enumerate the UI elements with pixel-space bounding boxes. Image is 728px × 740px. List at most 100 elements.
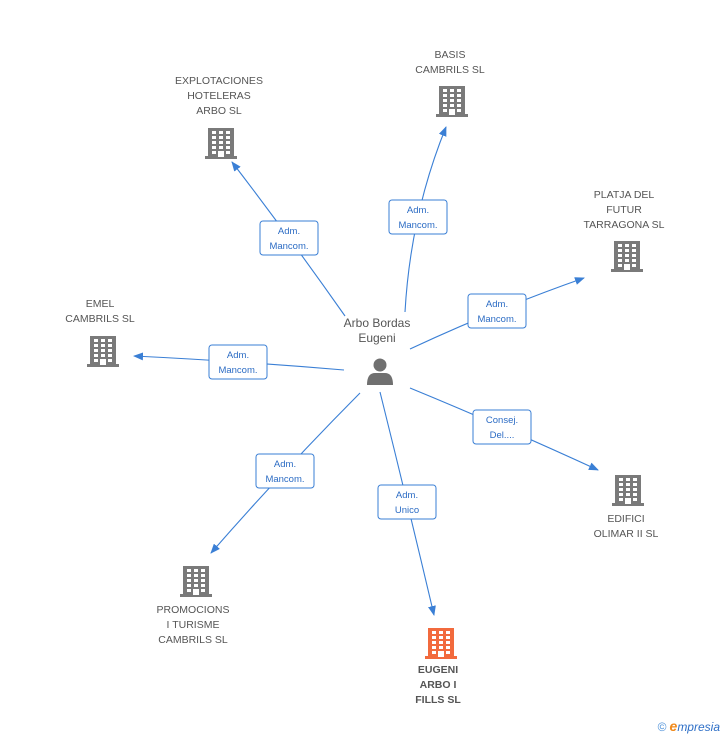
- building-window: [187, 579, 191, 582]
- edge-label-box[interactable]: [472, 409, 532, 445]
- building-icon[interactable]: [611, 241, 643, 272]
- building-window: [101, 344, 105, 347]
- building-window: [187, 589, 191, 592]
- center-name-line: Arbo Bordas: [344, 316, 411, 330]
- node-label-explotaciones[interactable]: EXPLOTACIONES HOTELERAS ARBO SL: [175, 75, 263, 117]
- building-window: [633, 488, 637, 491]
- building-window: [212, 141, 216, 144]
- building-window: [446, 646, 450, 649]
- building-base: [425, 656, 457, 659]
- building-window: [450, 99, 454, 102]
- center-name-line: Eugeni: [358, 331, 395, 345]
- node-label-line: I TURISME: [167, 619, 220, 631]
- building-window: [450, 104, 454, 107]
- building-window: [443, 109, 447, 112]
- node-label-line: PROMOCIONS: [157, 604, 230, 616]
- building-window: [443, 104, 447, 107]
- building-window: [443, 99, 447, 102]
- building-window: [194, 574, 198, 577]
- edge-label-box[interactable]: [208, 344, 268, 380]
- edge-label-text: Mancom.: [265, 474, 304, 485]
- building-icon[interactable]: [612, 475, 644, 506]
- edge-label-text: Adm.: [278, 226, 300, 237]
- building-icon[interactable]: [87, 336, 119, 367]
- building-window: [446, 631, 450, 634]
- building-window: [633, 498, 637, 501]
- building-window: [226, 146, 230, 149]
- building-door: [100, 359, 106, 365]
- building-window: [625, 259, 629, 262]
- edge-label-text: Adm.: [486, 299, 508, 310]
- building-window: [457, 104, 461, 107]
- building-window: [632, 259, 636, 262]
- node-label-line: TARRAGONA SL: [584, 219, 665, 231]
- building-window: [201, 584, 205, 587]
- person-head: [373, 358, 387, 372]
- edge-label-text: Adm.: [396, 490, 418, 501]
- building-window: [226, 141, 230, 144]
- building-icon[interactable]: [425, 628, 457, 659]
- building-icon[interactable]: [436, 86, 468, 117]
- node-label-line: EXPLOTACIONES: [175, 75, 263, 87]
- building-window: [457, 109, 461, 112]
- node-label-line: HOTELERAS: [187, 90, 251, 102]
- building-base: [180, 594, 212, 597]
- brand-footer: ©empresia: [658, 718, 720, 734]
- building-window: [201, 579, 205, 582]
- building-window: [201, 569, 205, 572]
- building-window: [625, 244, 629, 247]
- node-label-line: FUTUR: [606, 204, 642, 216]
- building-window: [457, 94, 461, 97]
- building-window: [626, 483, 630, 486]
- building-base: [611, 269, 643, 272]
- building-window: [212, 146, 216, 149]
- edge-label-promocions[interactable]: Adm. Mancom.: [255, 453, 315, 489]
- node-label-line: CAMBRILS SL: [415, 64, 485, 76]
- building-window: [439, 646, 443, 649]
- building-window: [101, 349, 105, 352]
- edge-label-explotaciones[interactable]: Adm.Mancom.: [259, 220, 319, 256]
- building-base: [87, 364, 119, 367]
- building-window: [212, 136, 216, 139]
- building-icon[interactable]: [205, 128, 237, 159]
- building-window: [625, 254, 629, 257]
- edge-label-text: Adm.: [274, 459, 296, 470]
- building-door: [449, 109, 455, 115]
- edge-label-platja[interactable]: Adm.Mancom.: [467, 293, 527, 329]
- edge-label-text: Del....: [490, 430, 515, 441]
- node-label-line: ARBO SL: [196, 105, 242, 117]
- building-icon[interactable]: [180, 566, 212, 597]
- edge-label-eugeni[interactable]: Adm.Unico: [377, 484, 437, 520]
- person-icon[interactable]: [367, 358, 393, 386]
- edge-label-basis[interactable]: Adm.Mancom.: [388, 199, 448, 235]
- edge-label-emel[interactable]: Adm.Mancom.: [208, 344, 268, 380]
- building-window: [443, 94, 447, 97]
- building-window: [212, 131, 216, 134]
- building-window: [457, 99, 461, 102]
- building-window: [226, 151, 230, 154]
- node-label-line: CAMBRILS SL: [65, 313, 135, 325]
- edge-label-box[interactable]: [255, 453, 315, 489]
- building-window: [108, 344, 112, 347]
- building-window: [619, 478, 623, 481]
- edge-label-edifici[interactable]: Consej.Del....: [472, 409, 532, 445]
- building-door: [193, 589, 199, 595]
- building-window: [619, 493, 623, 496]
- building-window: [626, 488, 630, 491]
- building-window: [432, 631, 436, 634]
- building-window: [439, 631, 443, 634]
- building-window: [226, 136, 230, 139]
- edge-label-box[interactable]: [377, 484, 437, 520]
- edge-label-box[interactable]: [388, 199, 448, 235]
- building-window: [446, 636, 450, 639]
- edge-label-box[interactable]: [467, 293, 527, 329]
- edge-label-box[interactable]: [259, 220, 319, 256]
- building-window: [187, 584, 191, 587]
